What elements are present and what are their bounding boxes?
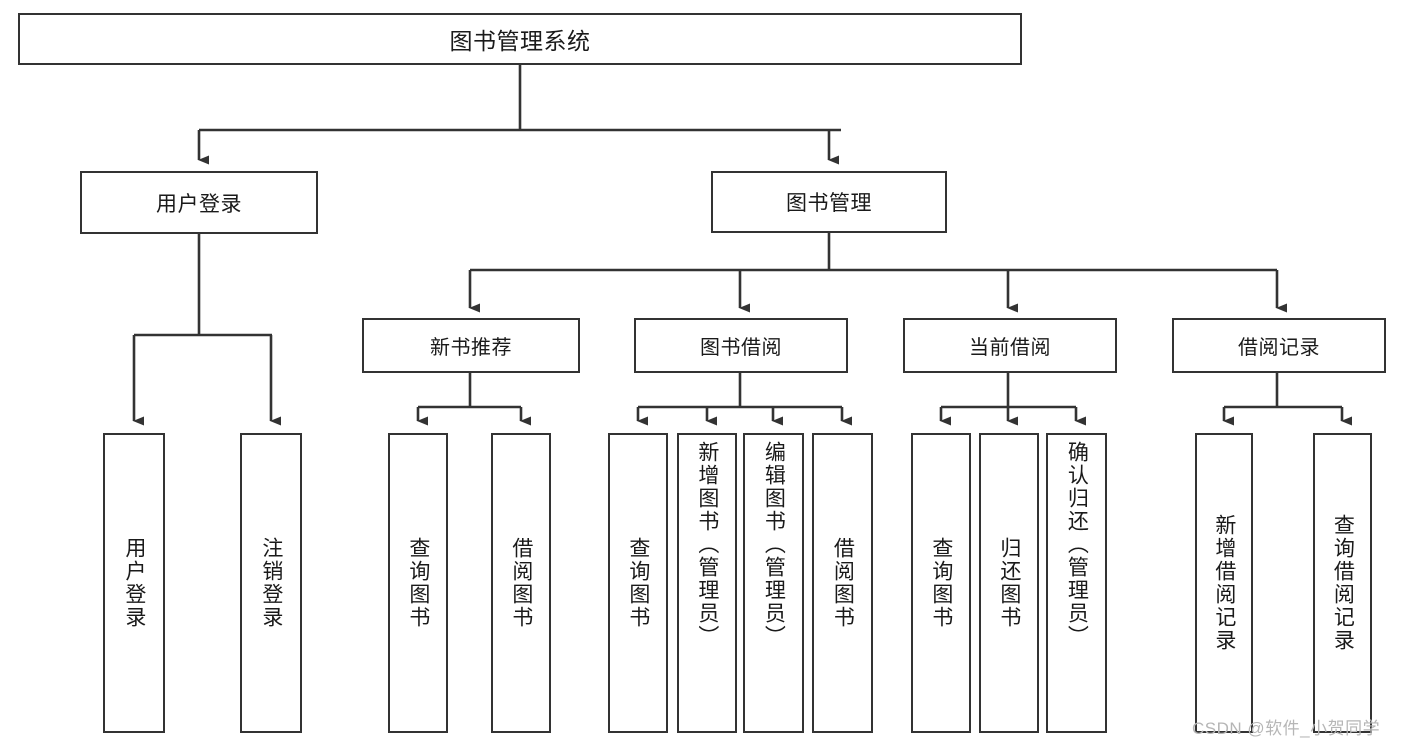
leaf-book-borrow-borrow-book[interactable]: 借阅图书 [812,433,873,733]
leaf-label: 借阅图书 [509,537,533,629]
node-book-borrow[interactable]: 图书借阅 [634,318,848,373]
leaf-book-borrow-query-book[interactable]: 查询图书 [608,433,668,733]
leaf-new-book-query-book[interactable]: 查询图书 [388,433,448,733]
leaf-label: 查询图书 [406,537,430,629]
csdn-watermark: CSDN @软件_小贺同学 [1192,719,1381,738]
leaf-borrow-record-add-record[interactable]: 新增借阅记录 [1195,433,1253,733]
leaf-book-borrow-add-book-admin[interactable]: 新增图书（管理员） [677,433,737,733]
leaf-user-login-signin[interactable]: 用户登录 [103,433,165,733]
leaf-label: 归还图书 [997,537,1021,629]
leaf-user-login-signout[interactable]: 注销登录 [240,433,302,733]
leaf-current-borrow-query-book[interactable]: 查询图书 [911,433,971,733]
leaf-label: 借阅图书 [831,537,855,629]
leaf-label: 用户登录 [122,537,146,629]
leaf-current-borrow-return-book[interactable]: 归还图书 [979,433,1039,733]
leaf-borrow-record-query-record[interactable]: 查询借阅记录 [1313,433,1372,733]
leaf-label: 确认归还（管理员） [1065,441,1089,648]
leaf-label: 新增借阅记录 [1212,514,1236,652]
leaf-label: 查询图书 [626,537,650,629]
leaf-label: 注销登录 [259,537,283,629]
leaf-label: 查询借阅记录 [1331,514,1355,652]
node-current-borrow[interactable]: 当前借阅 [903,318,1117,373]
node-borrow-record[interactable]: 借阅记录 [1172,318,1386,373]
leaf-book-borrow-edit-book-admin[interactable]: 编辑图书（管理员） [743,433,804,733]
node-book-management[interactable]: 图书管理 [711,171,947,233]
node-new-book-recommend[interactable]: 新书推荐 [362,318,580,373]
node-user-login[interactable]: 用户登录 [80,171,318,234]
leaf-label: 编辑图书（管理员） [762,441,786,648]
leaf-new-book-borrow-book[interactable]: 借阅图书 [491,433,551,733]
leaf-current-borrow-confirm-return-admin[interactable]: 确认归还（管理员） [1046,433,1107,733]
node-root-system[interactable]: 图书管理系统 [18,13,1022,65]
leaf-label: 新增图书（管理员） [695,441,719,648]
leaf-label: 查询图书 [929,537,953,629]
